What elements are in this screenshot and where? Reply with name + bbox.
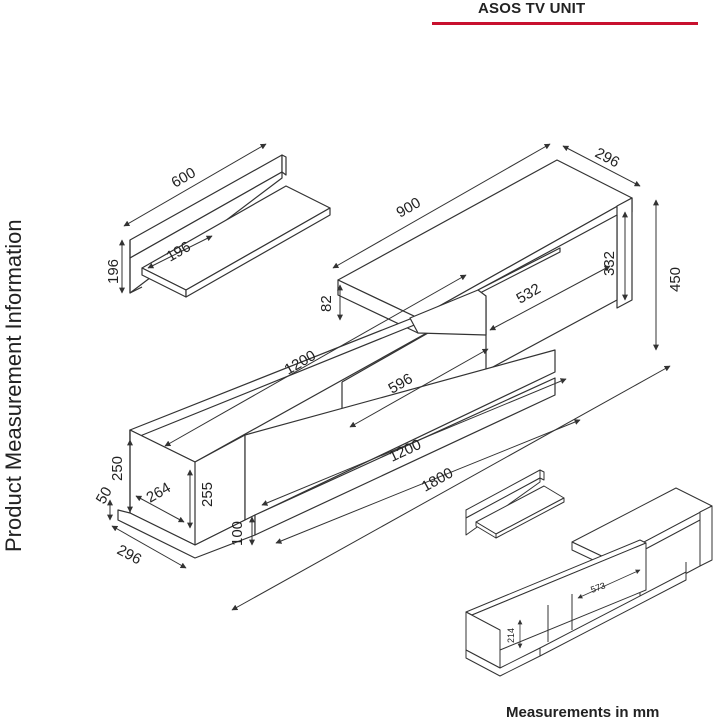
wall-shelf [129,154,331,298]
total-width-label: 1800 [419,464,456,495]
top-width-label: 900 [394,194,424,221]
plinth-height-label: 50 [93,484,116,507]
shelf-width-label: 600 [169,164,199,191]
base-height-label: 100 [229,521,246,546]
preview-drawing [465,469,713,677]
lower-inner-height-label: 255 [199,482,216,507]
base-depth-label: 296 [114,542,144,569]
top-compartment-height-label: 332 [601,251,618,276]
shelf-height-label: 196 [105,259,122,284]
total-height-label: 450 [667,267,684,292]
title-underline [432,22,698,25]
top-step-label: 82 [318,295,335,312]
units-note: Measurements in mm [506,704,660,721]
dimension-labels: 600 196 196 900 296 450 332 532 82 1200 … [93,145,684,569]
preview-inner-width-label: 573 [589,580,607,595]
preview-dims [517,569,641,649]
tv-unit-dims [107,143,671,611]
preview-inner-height-label: 214 [506,628,516,643]
middle-width-label: 1200 [282,347,319,378]
page-title: ASOS TV UNIT [478,0,586,17]
lower-height-label: 250 [109,456,126,481]
wall-shelf-dims [119,143,267,294]
top-depth-label: 296 [592,145,622,172]
